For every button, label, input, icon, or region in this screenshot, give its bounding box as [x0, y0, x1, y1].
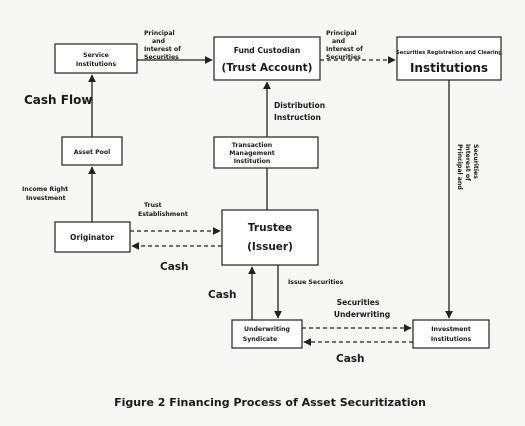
- pis1-line3: Interest of: [144, 46, 181, 53]
- securities-underwriting-line2: Underwriting: [334, 310, 390, 319]
- underwriting-line1: Underwriting: [244, 326, 290, 333]
- figure-caption: Figure 2 Financing Process of Asset Secu…: [114, 396, 426, 409]
- securities-registration-clearing-label: Securities Registration and Clearing: [396, 50, 502, 56]
- pisv-line2: Interest of: [464, 144, 471, 181]
- cash-label-trustee: Cash: [208, 289, 237, 301]
- distribution-line2: Instruction: [274, 113, 321, 122]
- cash-flow-label: Cash Flow: [24, 93, 92, 107]
- pisv-line1: Principal and: [456, 144, 463, 190]
- investment-institutions-node: Investment Institutions: [412, 319, 490, 349]
- pis2-line1: Principal: [326, 30, 357, 37]
- tms-line1: Transaction: [232, 142, 272, 149]
- tms-line2: Management: [229, 150, 275, 157]
- issue-securities-label: Issue Securities: [288, 279, 344, 286]
- originator-label: Originator: [70, 233, 114, 242]
- pis2-line3: Interest of: [326, 46, 363, 53]
- pis2-line2: and: [332, 38, 345, 45]
- trust-est-line1: Trust: [144, 202, 162, 209]
- service-institutions-node: Service Institutions: [54, 43, 138, 74]
- fund-custodian-node: Fund Custodian (Trust Account): [213, 36, 321, 81]
- fund-custodian-line2: (Trust Account): [222, 62, 313, 74]
- underwriting-syndicate-node: Underwriting Syndicate: [231, 319, 303, 349]
- transaction-management-node: Transaction Management Institution: [213, 136, 319, 169]
- pis1-line2: and: [152, 38, 165, 45]
- asset-pool-node: Asset Pool: [61, 136, 123, 166]
- distribution-line1: Distribution: [274, 101, 325, 110]
- income-right-line2: Investment: [26, 195, 66, 202]
- investment-line1: Investment: [431, 326, 471, 333]
- investment-line2: Institutions: [431, 336, 472, 343]
- fund-custodian-line1: Fund Custodian: [234, 46, 301, 55]
- principal-interest-label-1: Principal and Interest of Securities: [144, 30, 181, 61]
- income-right-line1: Income Right: [22, 186, 68, 193]
- pisv-line3: Securities: [472, 144, 479, 179]
- institutions-node: Securities Registration and Clearing Ins…: [396, 36, 502, 81]
- tms-line3: Institution: [234, 158, 271, 165]
- pis2-line4: Securities: [326, 54, 361, 61]
- cash-label-investment: Cash: [336, 353, 365, 365]
- principal-interest-label-2: Principal and Interest of Securities: [326, 30, 363, 61]
- trustee-node: Trustee (Issuer): [221, 209, 319, 266]
- securities-underwriting-line1: Securities: [337, 298, 380, 307]
- underwriting-line2: Syndicate: [243, 336, 277, 343]
- pis1-line1: Principal: [144, 30, 175, 37]
- cash-label-originator: Cash: [160, 261, 189, 273]
- institutions-label: Institutions: [410, 61, 488, 75]
- pis1-line4: Securities: [144, 54, 179, 61]
- trustee-line2: (Issuer): [247, 241, 293, 253]
- trustee-line1: Trustee: [248, 222, 292, 234]
- service-institutions-line2: Institutions: [76, 61, 117, 68]
- service-institutions-line1: Service: [83, 52, 109, 59]
- principal-interest-vertical-label: Principal and Interest of Securities: [456, 144, 479, 190]
- trust-est-line2: Establishment: [138, 211, 188, 218]
- originator-node: Originator: [54, 221, 131, 253]
- asset-pool-label: Asset Pool: [74, 149, 111, 156]
